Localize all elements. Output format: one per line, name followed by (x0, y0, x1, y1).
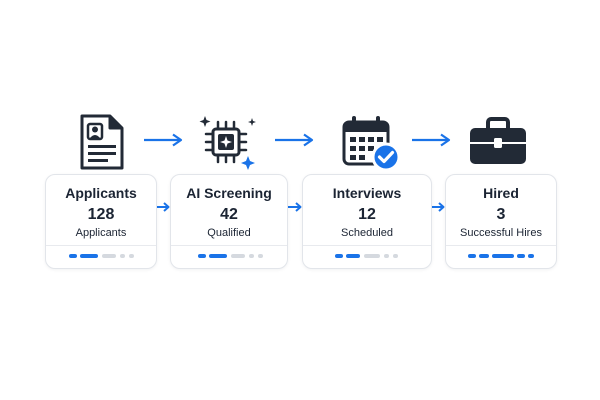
progress-dot (384, 254, 389, 258)
card-divider (446, 245, 556, 246)
stage-label: Successful Hires (460, 227, 542, 239)
progress-dot (335, 254, 343, 258)
progress-dot (231, 254, 245, 258)
stage-label: Applicants (75, 227, 127, 239)
resume-document-icon (70, 112, 134, 172)
card-divider (46, 245, 156, 246)
card-divider (303, 245, 431, 246)
stage-title: Applicants (65, 185, 137, 201)
arrow-right-icon (411, 133, 451, 147)
progress-dot (492, 254, 514, 258)
progress-dot (468, 254, 476, 258)
stage-card-ai-screening[interactable]: AI Screening 42 Qualified (170, 174, 288, 269)
arrow-right-small-icon (156, 201, 170, 213)
stage-card-interviews[interactable]: Interviews 12 Scheduled (302, 174, 432, 269)
arrow-right-icon (274, 133, 314, 147)
progress-dot (120, 254, 125, 258)
stage-title: AI Screening (186, 185, 272, 201)
progress-dot (258, 254, 263, 258)
progress-dot (198, 254, 206, 258)
stage-card-applicants[interactable]: Applicants 128 Applicants (45, 174, 157, 269)
progress-dot (346, 254, 360, 258)
stage-count: 128 (87, 206, 115, 223)
progress-dot (249, 254, 254, 258)
progress-dot (364, 254, 380, 258)
stage-title: Hired (483, 185, 519, 201)
stage-title: Interviews (332, 185, 402, 201)
calendar-check-icon (338, 112, 402, 172)
arrow-right-small-icon (288, 201, 302, 213)
progress-dots (171, 254, 287, 259)
progress-dot (69, 254, 77, 258)
progress-dot (528, 254, 534, 258)
arrow-right-icon (143, 133, 183, 147)
ai-chip-icon (198, 112, 262, 172)
progress-dots (303, 254, 431, 259)
stage-count: 3 (496, 206, 506, 223)
progress-dot (209, 254, 227, 258)
stage-label: Scheduled (341, 227, 393, 239)
progress-dot (517, 254, 525, 258)
stage-count: 42 (220, 206, 238, 223)
progress-dot (129, 254, 134, 258)
progress-dot (102, 254, 116, 258)
stage-label: Qualified (207, 227, 251, 239)
progress-dots (46, 254, 156, 259)
briefcase-icon (466, 112, 530, 172)
progress-dot (80, 254, 98, 258)
progress-dots (446, 254, 556, 259)
stage-count: 12 (358, 206, 376, 223)
card-divider (171, 245, 287, 246)
progress-dot (479, 254, 489, 258)
progress-dot (393, 254, 398, 258)
stage-card-hired[interactable]: Hired 3 Successful Hires (445, 174, 557, 269)
arrow-right-small-icon (431, 201, 445, 213)
